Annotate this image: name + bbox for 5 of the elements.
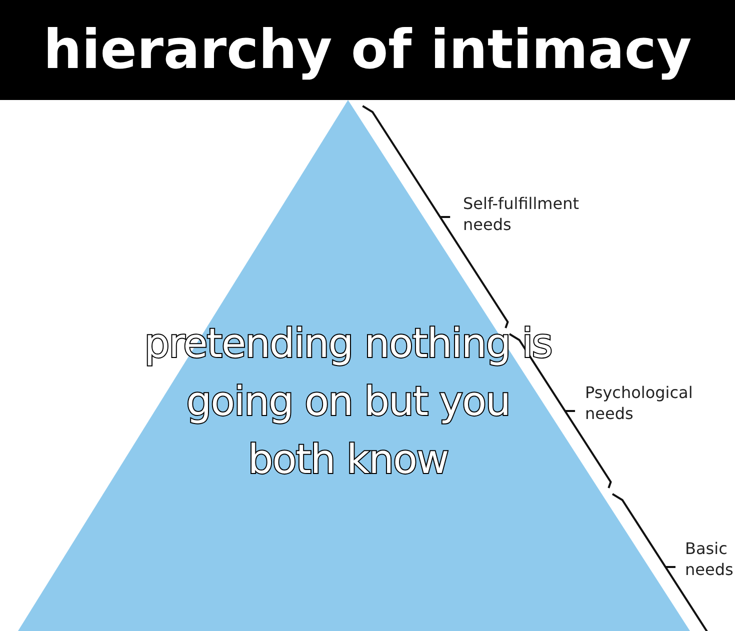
pyramid-text: pretending nothing is going on but you both know bbox=[143, 320, 553, 485]
level-label: Basic needs bbox=[685, 538, 734, 580]
level-label: Psychological needs bbox=[585, 382, 694, 424]
title-banner: hierarchy of intimacy bbox=[0, 0, 735, 100]
level-label: Self-fulfillment needs bbox=[463, 193, 580, 235]
